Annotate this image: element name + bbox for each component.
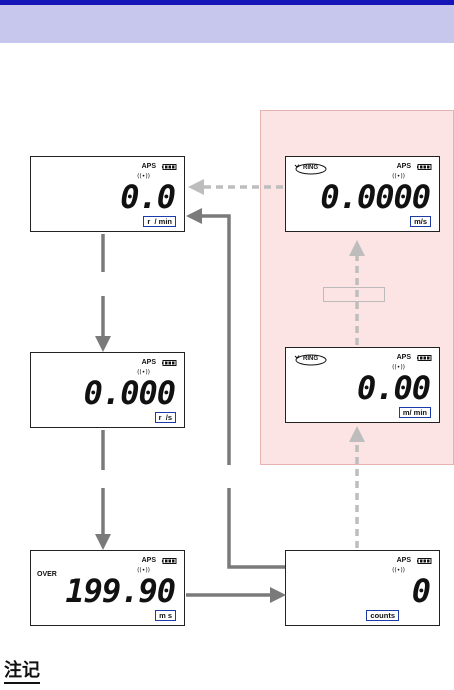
- arrow-ms-to-counts-head: [270, 587, 286, 603]
- arrow-ring-mmin-to-ring-ms-head: [349, 240, 365, 256]
- arrow-rps-to-ms-head: [95, 534, 111, 550]
- arrow-counts-to-ring-mmin-head: [349, 426, 365, 442]
- arrow-ring-ms-to-rpm-head: [188, 179, 204, 195]
- arrow-counts-to-rpm: [229, 488, 285, 567]
- arrow-counts-to-rpm-head: [186, 208, 202, 224]
- arrow-counts-to-rpm-upper: [200, 216, 229, 465]
- arrow-rpm-to-rps-head: [95, 336, 111, 352]
- note-heading: 注记: [4, 660, 40, 684]
